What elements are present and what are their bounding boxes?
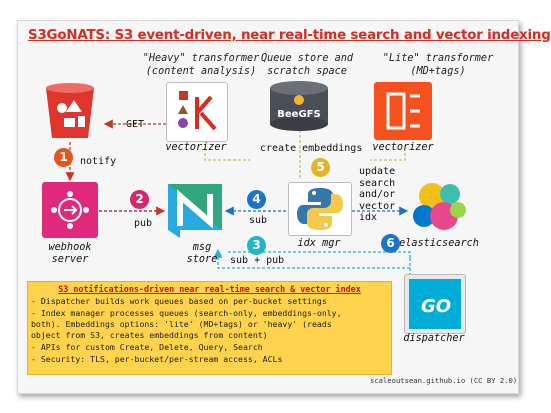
beegfs-icon: BeeGFS — [266, 80, 332, 132]
queue-store-header: Queue store and scratch space — [257, 52, 357, 78]
webhook-label-line2: server — [51, 254, 89, 265]
msg-store-label-line2: store — [186, 254, 218, 265]
lite-transformer-header: "Lite" transformer (MD+tags) — [374, 52, 502, 78]
credit-text: scaleoutsean.github.io (CC BY 2.0) — [370, 376, 518, 385]
lite-vectorizer-icon — [374, 82, 432, 140]
step-badge-4: 4 — [247, 190, 266, 209]
notes-panel: S3 notifications-driven near real-time s… — [27, 281, 392, 375]
lite-header-line1: "Lite" transformer — [382, 53, 494, 64]
update-label: update search and/or vector idx — [359, 166, 395, 224]
idx-mgr-python-icon — [288, 182, 352, 236]
notify-label: notify — [80, 156, 117, 167]
queue-header-line2: scratch space — [267, 66, 347, 77]
idx-mgr-label: idx mgr — [297, 238, 341, 249]
heavy-vectorizer-label: vectorizer — [165, 142, 227, 153]
create-embeddings-label: create embeddings — [260, 143, 363, 154]
update-line1: update — [359, 166, 396, 177]
update-line2: search — [359, 177, 396, 189]
elasticsearch-label: elasticsearch — [399, 238, 479, 249]
note-line: - Dispatcher builds work queues based on… — [31, 296, 327, 306]
dispatcher-label: dispatcher — [403, 333, 465, 344]
nats-msg-store-icon — [166, 182, 224, 240]
step-badge-3: 3 — [247, 236, 266, 255]
queue-header-line1: Queue store and — [260, 53, 353, 64]
get-label: GET — [126, 119, 145, 130]
step-badge-6: 6 — [381, 234, 400, 253]
lite-header-line2: (MD+tags) — [410, 66, 466, 77]
msg-store-label: msg store — [176, 242, 228, 266]
heavy-transformer-header: "Heavy" transformer (content analysis) — [136, 52, 266, 78]
connectors — [65, 119, 411, 278]
heavy-embeddings-line — [204, 148, 250, 161]
diagram-title: S3GoNATS: S3 event-driven, near real-tim… — [28, 28, 551, 43]
beegfs-logo-text: BeeGFS — [277, 109, 320, 120]
dispatcher-go-icon: GO — [404, 274, 466, 334]
note-line: - APIs for custom Create, Delete, Query,… — [31, 342, 263, 352]
update-line3: and/or — [359, 189, 396, 200]
lite-embeddings-line — [370, 148, 406, 161]
note-line: both). Embeddings options: 'lite' (MD+ta… — [31, 319, 332, 329]
update-line4: vector — [359, 200, 396, 212]
heavy-header-line2: (content analysis) — [145, 66, 257, 77]
notes-title: S3 notifications-driven near real-time s… — [58, 284, 361, 294]
webhook-label-line1: webhook — [48, 242, 92, 253]
note-line: - Security: TLS, per-bucket/per-stream a… — [31, 354, 283, 364]
step-badge-5: 5 — [311, 158, 330, 177]
heavy-header-line1: "Heavy" transformer — [142, 53, 260, 64]
msg-store-label-line1: msg — [192, 242, 212, 253]
webhook-server-icon — [42, 182, 98, 238]
webhook-server-label: webhook server — [40, 242, 100, 266]
sub-pub-return — [228, 251, 411, 258]
note-line: - Index manager processes queues (search… — [31, 308, 342, 318]
step-badge-2: 2 — [130, 190, 149, 209]
pub-label: pub — [134, 218, 153, 229]
sub-pub-arrow — [213, 248, 410, 269]
s3-bucket-icon — [44, 82, 96, 142]
lite-vectorizer-label: vectorizer — [372, 142, 434, 153]
sub-label: sub — [249, 215, 268, 226]
update-line5: idx — [359, 212, 378, 223]
go-logo-text: GO — [421, 296, 451, 317]
sub-pub-label: sub + pub — [230, 255, 285, 266]
heavy-vectorizer-icon — [166, 82, 228, 142]
elasticsearch-icon — [410, 180, 468, 234]
note-line: object from S3, creates embeddings from … — [31, 330, 268, 340]
step-badge-1: 1 — [54, 148, 73, 167]
